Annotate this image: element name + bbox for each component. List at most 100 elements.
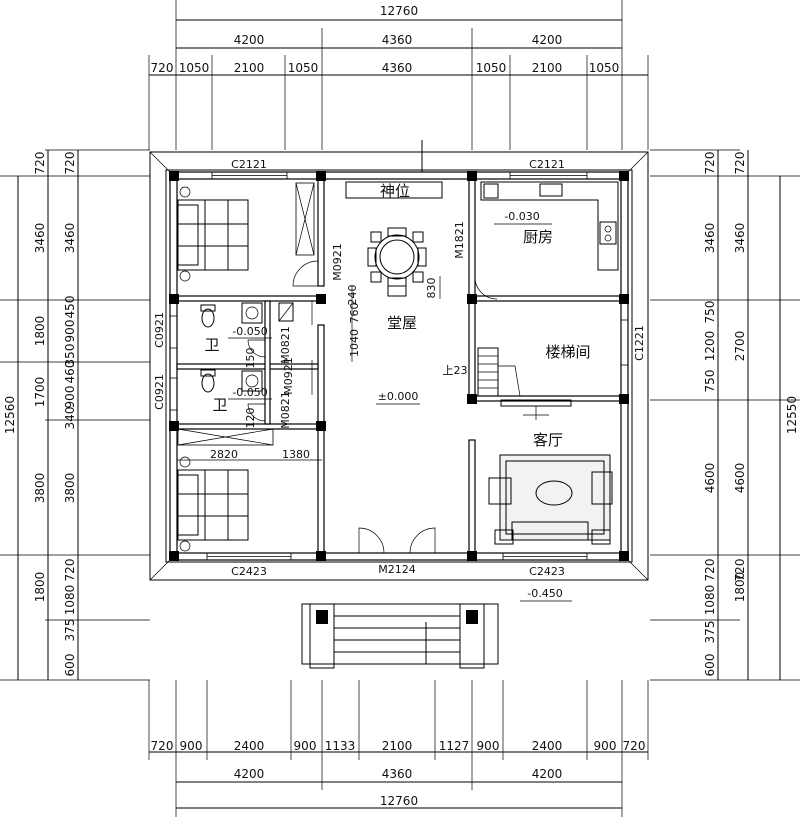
dim-bot-1-3: 2400: [234, 739, 265, 753]
dim-120: 120: [244, 408, 257, 429]
bed-bottom: [177, 428, 274, 552]
dim-bot-1-1: 720: [151, 739, 174, 753]
right-dimensions: 720 3460 750 1200 750 4600 720 1080 375 …: [703, 150, 799, 680]
dim-top-3-5: 4360: [382, 61, 413, 75]
dim-left-i1: 720: [63, 152, 77, 175]
dim-bot-1-10: 900: [594, 739, 617, 753]
dim-right-o3: 2700: [733, 331, 747, 362]
room-kitchen: 厨房: [523, 228, 553, 246]
dim-right-o6: 1800: [733, 572, 747, 603]
dim-bot-1-7: 1127: [439, 739, 470, 753]
dim-top-3-6: 1050: [476, 61, 507, 75]
stair-up-label: 上23: [443, 364, 468, 377]
elev-porch: -0.450: [527, 587, 562, 600]
dim-bot-1-4: 900: [294, 739, 317, 753]
dim-left-i3: 450: [63, 296, 77, 319]
dim-150: 150: [244, 348, 257, 369]
living-furniture: [488, 399, 613, 545]
columns: [169, 171, 629, 561]
dim-top-2-3: 4200: [532, 33, 563, 47]
dim-left-o3: 1800: [33, 316, 47, 347]
windows: [169, 171, 629, 561]
label-m2124: M2124: [378, 563, 416, 576]
label-m0921-a: M0921: [331, 243, 344, 281]
dim-right-i3: 750: [703, 301, 717, 324]
dim-top-3-8: 1050: [589, 61, 620, 75]
dim-bot-2-2: 4360: [382, 767, 413, 781]
dim-left-i5: 350: [63, 344, 77, 367]
bed-top: [177, 182, 315, 282]
dim-left-i9: 3800: [63, 473, 77, 504]
label-m0821-b: M0821: [279, 391, 292, 429]
room-bath2: 卫: [212, 396, 227, 414]
dim-bot-2-1: 4200: [234, 767, 265, 781]
dim-bot-1-11: 720: [623, 739, 646, 753]
dim-right-i8: 1080: [703, 585, 717, 616]
room-hall: 堂屋: [387, 314, 417, 332]
dim-bot-total: 12760: [380, 794, 418, 808]
dim-760: 760: [348, 303, 361, 324]
dim-right-i7: 720: [703, 559, 717, 582]
dim-right-i4: 1200: [703, 331, 717, 362]
dim-right-i2: 3460: [703, 223, 717, 254]
dim-left-i10: 720: [63, 559, 77, 582]
porch: [301, 603, 499, 669]
dim-top-3-4: 1050: [288, 61, 319, 75]
dim-1040: 1040: [348, 329, 361, 357]
elev-bath2: -0.050: [232, 386, 267, 399]
dim-bot-1-6: 2100: [382, 739, 413, 753]
dim-top-3-1: 720: [151, 61, 174, 75]
dim-left-i2: 3460: [63, 223, 77, 254]
dim-left-i6: 460: [63, 361, 77, 384]
dim-left-i4: 900: [63, 320, 77, 343]
dim-bot-1-9: 2400: [532, 739, 563, 753]
label-m0921-b: M0921: [282, 357, 295, 395]
dim-left-i11: 1080: [63, 585, 77, 616]
dim-left-o1: 720: [33, 152, 47, 175]
dim-bot-1-8: 900: [477, 739, 500, 753]
dim-right-total: 12550: [785, 396, 799, 434]
dim-830: 830: [425, 278, 438, 299]
stair: [477, 347, 521, 397]
top-dimensions: 12760 4200 4360 4200 720 1050 2100 1050 …: [149, 4, 648, 76]
doors: [247, 260, 498, 554]
dim-right-i6: 4600: [703, 463, 717, 494]
shrine-altar: [345, 140, 443, 199]
label-c2423-left: C2423: [231, 565, 267, 578]
dim-right-i1: 720: [703, 152, 717, 175]
dim-top-2-2: 4360: [382, 33, 413, 47]
dim-top-total: 12760: [380, 4, 418, 18]
dim-right-o2: 3460: [733, 223, 747, 254]
dim-top-2-1: 4200: [234, 33, 265, 47]
label-c0921-a: C0921: [153, 312, 166, 348]
dim-bot-1-5: 1133: [325, 739, 356, 753]
dim-left-o4: 1700: [33, 377, 47, 408]
elev-bath1: -0.050: [232, 325, 267, 338]
room-bath1: 卫: [204, 336, 219, 354]
label-m0821-a: M0821: [279, 326, 292, 364]
dim-right-o5: 720: [733, 559, 747, 582]
dim-right-o1: 720: [733, 152, 747, 175]
interior-dims: [177, 276, 441, 461]
bathroom-fixtures: [200, 302, 294, 393]
elev-kitchen: -0.030: [504, 210, 539, 223]
label-c0921-b: C0921: [153, 374, 166, 410]
dim-top-3-3: 2100: [234, 61, 265, 75]
kitchen-counter: [480, 181, 619, 271]
dim-right-o4: 4600: [733, 463, 747, 494]
label-c2121-right: C2121: [529, 158, 565, 171]
dim-left-o7: 600: [63, 654, 77, 677]
dim-bot-1-2: 900: [180, 739, 203, 753]
dim-left-o2: 3460: [33, 223, 47, 254]
label-c2121-left: C2121: [231, 158, 267, 171]
dim-left-i7: 900: [63, 386, 77, 409]
dim-right-i9: 375: [703, 621, 717, 644]
dim-left-o6: 1800: [33, 572, 47, 603]
dim-2820: 2820: [210, 448, 238, 461]
dim-top-3-2: 1050: [179, 61, 210, 75]
label-c2423-right: C2423: [529, 565, 565, 578]
dim-left-i8: 340: [63, 407, 77, 430]
dim-240: 240: [346, 285, 359, 306]
